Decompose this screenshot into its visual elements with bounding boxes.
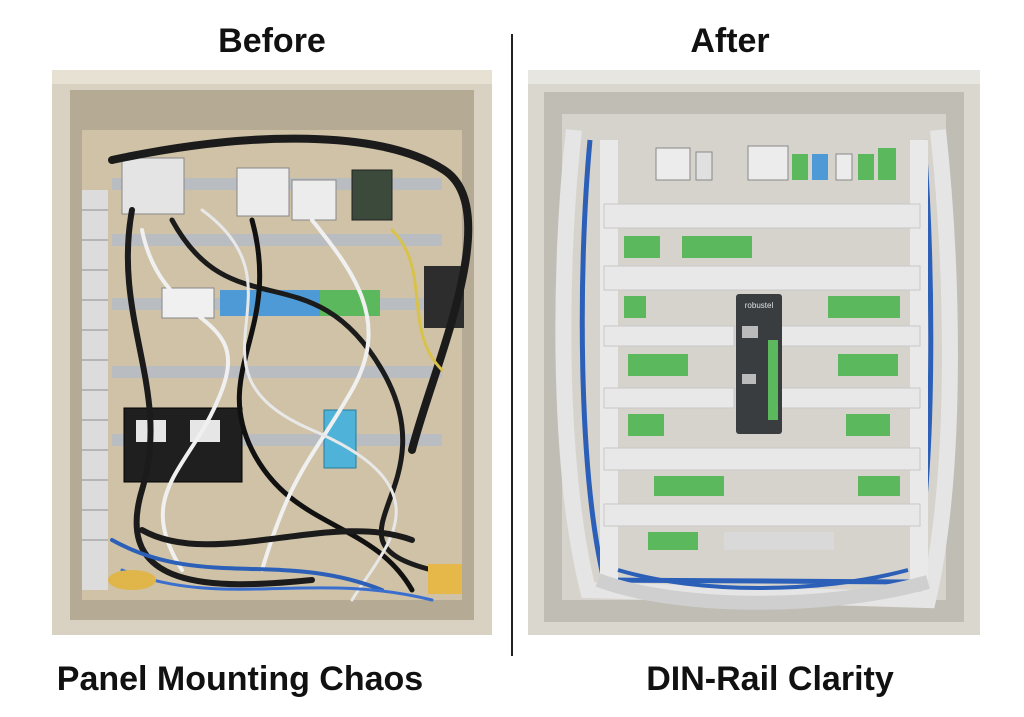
white-cable-bundle (555, 129, 958, 609)
center-divider (511, 34, 513, 656)
yellow-cable-end (108, 570, 156, 590)
black-controller-block (123, 407, 243, 483)
before-caption: Panel Mounting Chaos (56, 660, 424, 698)
gateway-logo: robustel (745, 301, 774, 310)
io-module-2 (291, 179, 337, 221)
terminal-rows (624, 236, 900, 550)
bottom-cable-sweep (595, 573, 930, 610)
after-cabinet-photo: robustel (528, 70, 980, 635)
after-caption: DIN-Rail Clarity (646, 660, 894, 698)
yellow-box (428, 564, 462, 594)
after-heading: After (690, 22, 770, 60)
before-cabinet-photo (52, 70, 492, 635)
terminal-block-row (220, 290, 380, 316)
messy-cables (108, 134, 473, 602)
io-module-1 (236, 167, 290, 217)
power-supply-module (121, 157, 185, 215)
controller-module (351, 169, 393, 221)
before-heading: Before (218, 22, 326, 60)
horizontal-wire-ducts (603, 203, 921, 527)
blue-cable-bundle (579, 139, 934, 585)
relay-module (161, 287, 215, 319)
top-device-row (655, 145, 896, 181)
